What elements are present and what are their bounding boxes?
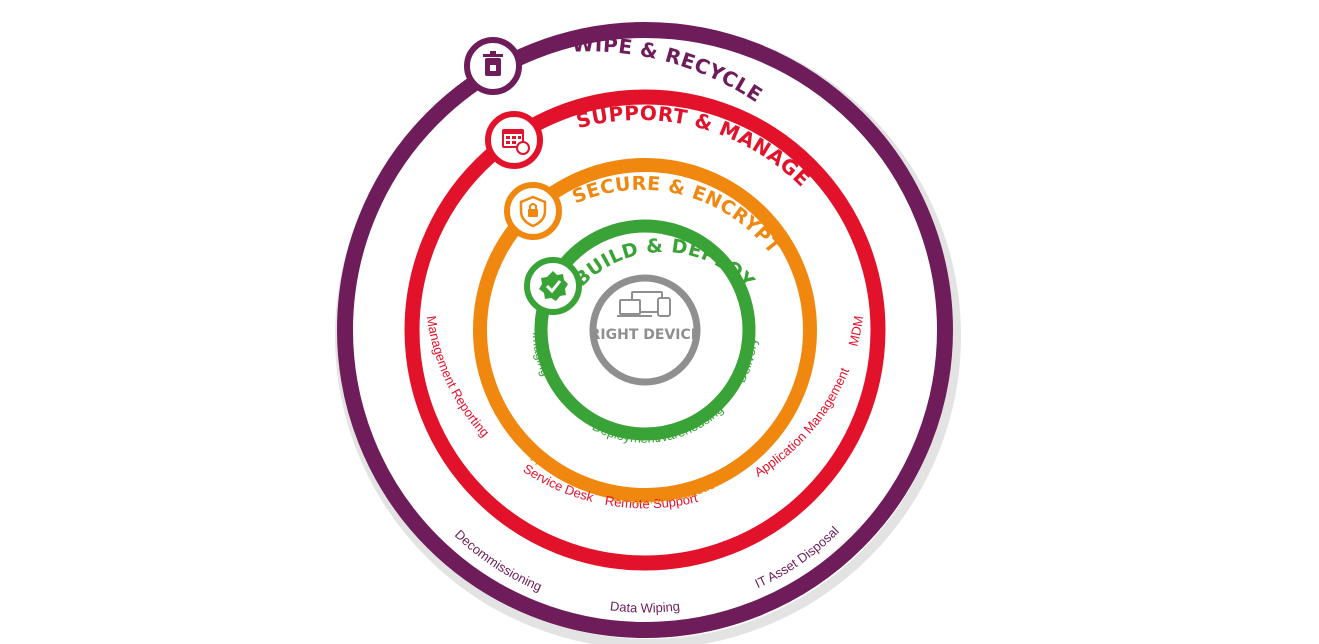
center-label: RIGHT DEVICE: [590, 327, 701, 343]
trash-lock-icon: [483, 51, 503, 76]
devices-icon: [617, 291, 671, 317]
wipe-badge: [464, 37, 522, 95]
support-badge: [485, 111, 543, 169]
ring-item: Data Wiping: [609, 598, 680, 615]
secure-badge: [504, 182, 562, 240]
calendar-clock-icon: [502, 129, 530, 155]
build-badge: [524, 257, 582, 315]
shield-lock-icon: [519, 195, 547, 228]
check-badge-icon: [539, 271, 568, 301]
ring-item: MDM: [845, 315, 866, 348]
